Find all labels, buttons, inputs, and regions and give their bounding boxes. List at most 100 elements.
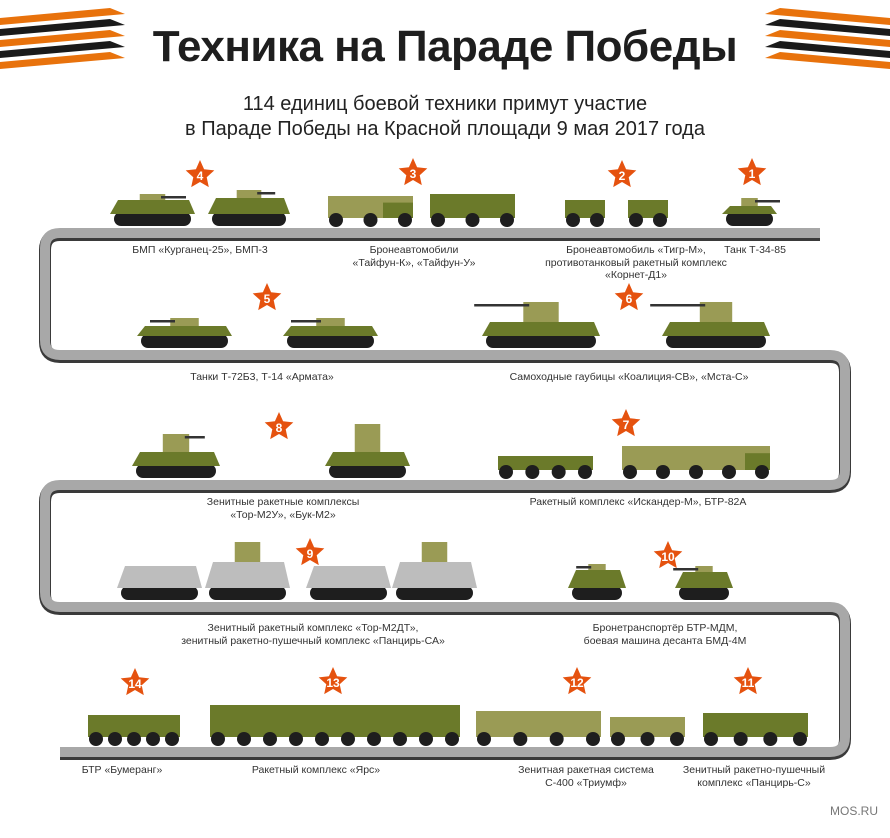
tracked-vehicle xyxy=(132,434,220,478)
star-icon xyxy=(611,409,641,437)
tracked-vehicle xyxy=(474,302,600,348)
wheel xyxy=(465,213,480,227)
turret xyxy=(421,542,448,562)
group-number: 9 xyxy=(307,547,314,561)
track xyxy=(287,334,374,348)
body xyxy=(610,717,685,737)
wheel xyxy=(640,732,655,746)
hull xyxy=(482,322,600,336)
turret xyxy=(523,302,559,322)
wheel xyxy=(445,732,459,746)
group-number: 11 xyxy=(742,676,755,690)
gun xyxy=(576,566,592,569)
tracked-vehicle xyxy=(673,566,733,600)
wheeled-vehicle xyxy=(610,717,685,746)
tracked-vehicle xyxy=(137,318,232,348)
group-star-badge: 9 xyxy=(295,538,325,566)
group-label: Зенитная ракетная система С-400 «Триумф» xyxy=(518,764,654,789)
hull xyxy=(306,566,391,588)
hull xyxy=(662,322,770,336)
tracked-vehicle xyxy=(568,564,626,600)
ribbon-stripe xyxy=(0,8,125,25)
group-star-badge: 12 xyxy=(562,667,592,695)
tracked-vehicle xyxy=(117,566,202,600)
star-icon xyxy=(562,667,592,695)
turret xyxy=(695,566,713,572)
group-label: БМП «Курганец-25», БМП-3 xyxy=(132,244,268,256)
gun xyxy=(257,192,276,195)
group-number: 7 xyxy=(623,418,630,432)
track xyxy=(114,212,191,226)
wheel xyxy=(393,732,407,746)
wheel xyxy=(513,732,528,746)
group-star-badge: 14 xyxy=(120,668,150,696)
ribbon-stripe xyxy=(765,8,890,25)
gun xyxy=(650,304,706,307)
hull xyxy=(137,326,232,336)
group-number: 12 xyxy=(570,676,584,690)
gun xyxy=(755,200,780,203)
group-number: 14 xyxy=(128,677,142,691)
tracked-vehicle xyxy=(110,194,195,226)
ribbon-stripe xyxy=(0,19,125,36)
group-number: 1 xyxy=(749,167,756,181)
wheeled-vehicle xyxy=(430,194,515,227)
group-label: Ракетный комплекс «Ярс» xyxy=(251,764,381,776)
star-icon xyxy=(398,158,428,186)
wheeled-vehicle xyxy=(476,711,601,746)
star-icon xyxy=(737,158,767,186)
star-icon xyxy=(653,541,683,569)
ribbon-stripe xyxy=(765,52,890,69)
wheel xyxy=(653,213,667,227)
wheel xyxy=(763,732,778,746)
ribbon-stripe xyxy=(0,52,125,69)
group-label: Танки Т-72Б3, Т-14 «Армата» xyxy=(190,371,334,383)
wheel xyxy=(793,732,807,746)
wheel xyxy=(551,465,566,479)
group-label: Бронеавтомобиль «Тигр-М», противотанковы… xyxy=(545,244,727,281)
wheel xyxy=(578,465,592,479)
wheel xyxy=(237,732,251,746)
group-star-badge: 1 xyxy=(737,158,767,186)
tracked-vehicle xyxy=(306,566,391,600)
tracked-vehicle xyxy=(392,542,477,600)
wheel xyxy=(586,732,600,746)
wheel xyxy=(611,732,625,746)
hull xyxy=(208,198,290,214)
group-label: Ракетный комплекс «Искандер-М», БТР-82А xyxy=(529,496,747,508)
wheel xyxy=(363,213,378,227)
wheeled-vehicle xyxy=(565,200,605,227)
group-star-badge: 10 xyxy=(653,541,683,569)
turret xyxy=(162,434,190,452)
group-number: 5 xyxy=(264,292,271,306)
hull xyxy=(325,452,410,466)
wheel xyxy=(629,213,643,227)
track xyxy=(666,334,766,348)
wheel xyxy=(289,732,303,746)
hull xyxy=(392,562,477,588)
group-label: Танк Т-34-85 xyxy=(724,244,786,256)
group-label: Зенитный ракетно-пушечный комплекс «Панц… xyxy=(682,764,826,789)
track xyxy=(329,464,406,478)
wheel xyxy=(146,732,160,746)
star-icon xyxy=(607,160,637,188)
wheel xyxy=(722,465,736,479)
group-label: Зенитный ракетный комплекс «Тор-М2ДТ», з… xyxy=(181,622,445,647)
group-number: 10 xyxy=(661,550,675,564)
ribbon-stripe xyxy=(0,30,125,47)
wheeled-vehicle xyxy=(328,196,413,227)
turret xyxy=(741,198,758,206)
turret xyxy=(588,564,606,570)
wheel xyxy=(755,465,769,479)
wheel xyxy=(398,213,412,227)
tracked-vehicle xyxy=(205,542,290,600)
wheel xyxy=(623,465,637,479)
wheel xyxy=(341,732,355,746)
wheel xyxy=(89,732,103,746)
tracked-vehicle xyxy=(283,318,378,348)
turret xyxy=(234,542,261,562)
turret xyxy=(316,318,345,326)
star-icon xyxy=(318,667,348,695)
star-icon xyxy=(264,412,294,440)
